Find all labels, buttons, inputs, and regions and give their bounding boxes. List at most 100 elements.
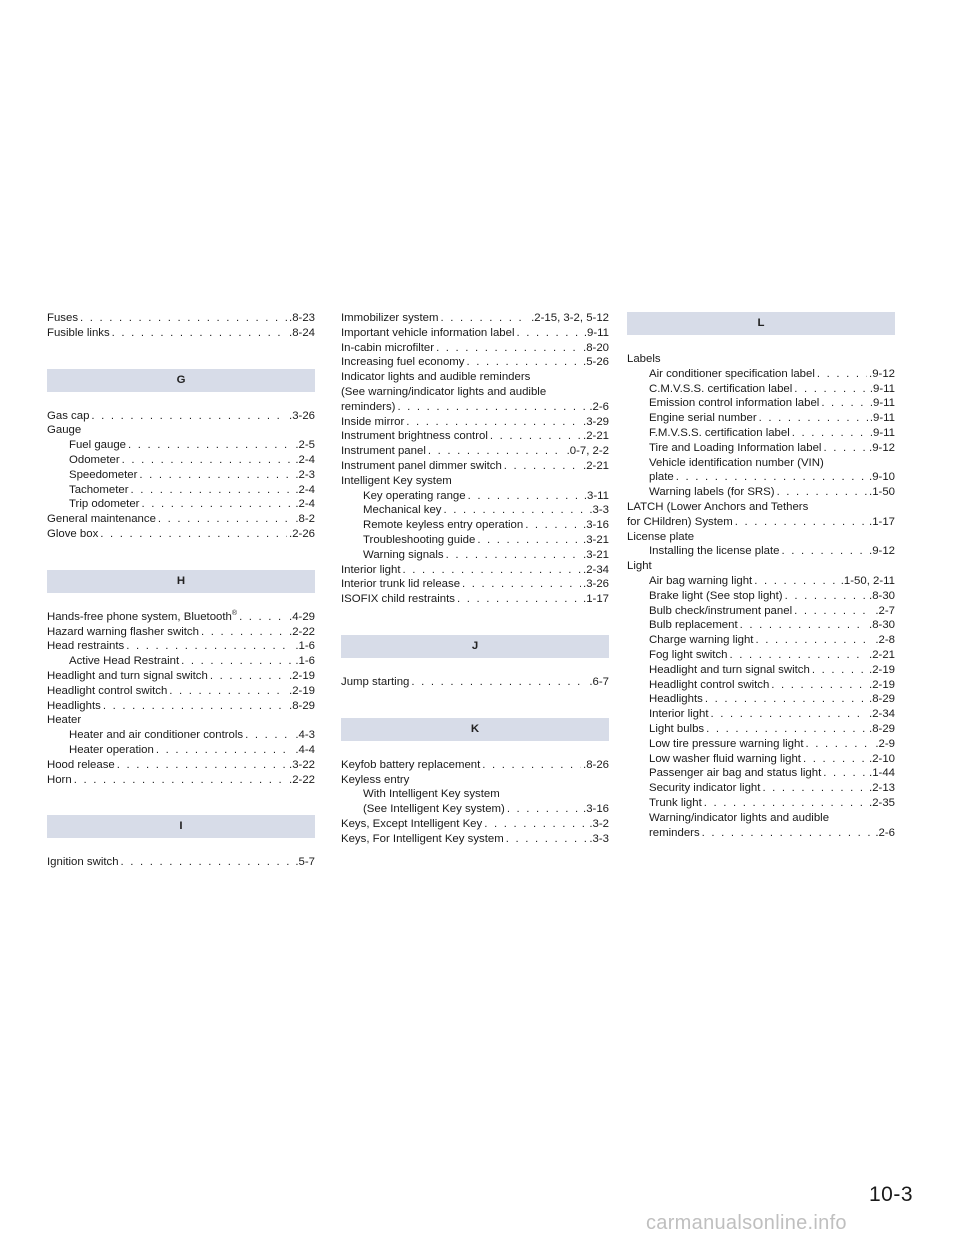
index-entry-page: .8-24 bbox=[289, 326, 315, 339]
index-entry-page: .2-21 bbox=[583, 430, 609, 443]
dot-leader bbox=[122, 453, 294, 468]
index-entry-page: .3-3 bbox=[589, 504, 609, 517]
index-entry-page: .9-12 bbox=[869, 545, 895, 558]
index-entry-term: Air conditioner specification label bbox=[649, 367, 815, 382]
index-entry: Mechanical key .3-3 bbox=[341, 503, 609, 518]
index-entry-page: .3-16 bbox=[583, 519, 609, 532]
index-entry-term: Emission control information label bbox=[649, 396, 819, 411]
index-entry-page: .6-7 bbox=[589, 675, 609, 688]
index-entry-term: Interior light bbox=[649, 707, 709, 722]
index-entry: Trunk light.2-35 bbox=[627, 796, 895, 811]
index-entry-page: .1-44 bbox=[869, 767, 895, 780]
index-entry-text: ISOFIX child restraints bbox=[341, 593, 455, 606]
index-entry-text: Fuses bbox=[47, 312, 79, 324]
dot-leader bbox=[100, 527, 287, 542]
dot-leader bbox=[210, 669, 287, 684]
index-entry-text: Interior light bbox=[649, 708, 709, 721]
dot-leader bbox=[239, 610, 287, 625]
index-entry: F.M.V.S.S. certification label.9-11 bbox=[627, 426, 895, 441]
index-entry-page: .2-21 bbox=[869, 648, 895, 661]
index-entry-text: Ignition switch bbox=[47, 856, 119, 869]
index-entry-text: for CHildren) System bbox=[627, 515, 733, 528]
index-entry-term: Jump starting bbox=[341, 675, 409, 690]
dot-leader bbox=[74, 773, 287, 788]
index-entry-page: .9-11 bbox=[869, 412, 895, 425]
index-entry-text: F.M.V.S.S. certification label bbox=[649, 426, 790, 439]
dot-leader bbox=[794, 604, 873, 619]
index-entry-text: Tire and Loading Information label bbox=[649, 441, 822, 454]
index-entry: License plate bbox=[627, 530, 895, 545]
index-entry: Head restraints.1-6 bbox=[47, 639, 315, 654]
index-entry-page: .8-2 bbox=[295, 513, 315, 526]
index-entry-term: General maintenance bbox=[47, 512, 156, 527]
dot-leader bbox=[754, 574, 839, 589]
index-entry: Fuses.8-23 bbox=[47, 311, 315, 326]
index-entry-page: .4-3 bbox=[295, 729, 315, 742]
index-entry-page: .2-19 bbox=[289, 669, 315, 682]
index-entry-term: Low washer fluid warning light bbox=[649, 752, 801, 767]
index-entry-term: Headlight and turn signal switch bbox=[649, 663, 810, 678]
dot-leader bbox=[794, 382, 868, 397]
index-entry-term: Tire and Loading Information label bbox=[649, 441, 821, 456]
index-entry-term: Engine serial number bbox=[649, 411, 757, 426]
index-entry-text: reminders bbox=[649, 826, 700, 839]
index-entry-term: F.M.V.S.S. certification label bbox=[649, 426, 790, 441]
index-entry: Security indicator light.2-13 bbox=[627, 781, 895, 796]
index-entry-term: Headlight control switch bbox=[47, 684, 167, 699]
index-entry-text: Low washer fluid warning light bbox=[649, 752, 801, 765]
index-entry-text: Odometer bbox=[69, 453, 120, 466]
index-entry-text: Keys, Except Intelligent Key bbox=[341, 817, 483, 830]
index-entry: Gas cap.3-26 bbox=[47, 409, 315, 424]
index-entry-text: Installing the license plate bbox=[649, 545, 780, 558]
dot-leader bbox=[702, 826, 874, 841]
dot-leader bbox=[785, 589, 867, 604]
index-entry-term: ISOFIX child restraints bbox=[341, 592, 455, 607]
index-entry-term: Gas cap bbox=[47, 409, 89, 424]
index-entry-text: Keyfob battery replacement bbox=[341, 758, 481, 771]
index-entry: Hands-free phone system, Bluetooth®.4-29 bbox=[47, 610, 315, 625]
dot-leader bbox=[466, 355, 581, 370]
index-entry: Interior light.2-34 bbox=[341, 563, 609, 578]
index-entry-term: Hazard warning flasher switch bbox=[47, 625, 199, 640]
index-entry-term: Air bag warning light bbox=[649, 574, 752, 589]
index-entry: In-cabin microfilter.8-20 bbox=[341, 341, 609, 356]
index-entry-term: Headlight control switch bbox=[649, 678, 769, 693]
dot-leader bbox=[516, 326, 581, 341]
dot-leader bbox=[490, 429, 581, 444]
index-entry-text: Engine serial number bbox=[649, 412, 757, 425]
index-entry-term: Instrument panel bbox=[341, 444, 426, 459]
index-entry-text: Low tire pressure warning light bbox=[649, 737, 804, 750]
index-entry-page: .2-13 bbox=[869, 782, 895, 795]
index-entry-term: Headlight and turn signal switch bbox=[47, 669, 208, 684]
index-entry-text: Heater and air conditioner controls bbox=[69, 729, 244, 742]
index-entry: Headlight and turn signal switch.2-19 bbox=[627, 663, 895, 678]
dot-leader bbox=[706, 722, 867, 737]
dot-leader bbox=[468, 489, 582, 504]
index-entry-text: Headlight control switch bbox=[47, 684, 168, 697]
section-letter-j: J bbox=[341, 634, 609, 658]
index-entry-page: .4-4 bbox=[295, 743, 315, 756]
index-entry-text: LATCH (Lower Anchors and Tethers bbox=[627, 500, 809, 513]
index-entry-page: .2-9 bbox=[875, 737, 895, 750]
index-entry-text: Interior trunk lid release bbox=[341, 578, 461, 591]
index-entry-text: Keyless entry bbox=[341, 773, 410, 786]
section-letter-g: G bbox=[47, 368, 315, 392]
index-entry-page: .5-26 bbox=[583, 356, 609, 369]
index-entry-page: .2-6 bbox=[875, 826, 895, 839]
dot-leader bbox=[805, 737, 873, 752]
index-entry-term: Low tire pressure warning light bbox=[649, 737, 803, 752]
index-entry: Horn.2-22 bbox=[47, 773, 315, 788]
index-entry-page: .3-2 bbox=[589, 817, 609, 830]
index-entry: Glove box.2-26 bbox=[47, 527, 315, 542]
index-entry-term: Headlights bbox=[47, 699, 101, 714]
dot-leader bbox=[730, 648, 868, 663]
index-entry: Tachometer.2-4 bbox=[47, 483, 315, 498]
dot-leader bbox=[823, 766, 867, 781]
index-entry-text: Troubleshooting guide bbox=[363, 533, 476, 546]
index-entry-text: Heater bbox=[47, 714, 82, 727]
index-entry: With Intelligent Key system bbox=[341, 787, 609, 802]
index-entry-text: Mechanical key bbox=[363, 504, 442, 517]
index-entry-term: Keys, For Intelligent Key system bbox=[341, 832, 504, 847]
index-entry: Engine serial number .9-11 bbox=[627, 411, 895, 426]
index-entry-text: Headlight and turn signal switch bbox=[649, 663, 810, 676]
